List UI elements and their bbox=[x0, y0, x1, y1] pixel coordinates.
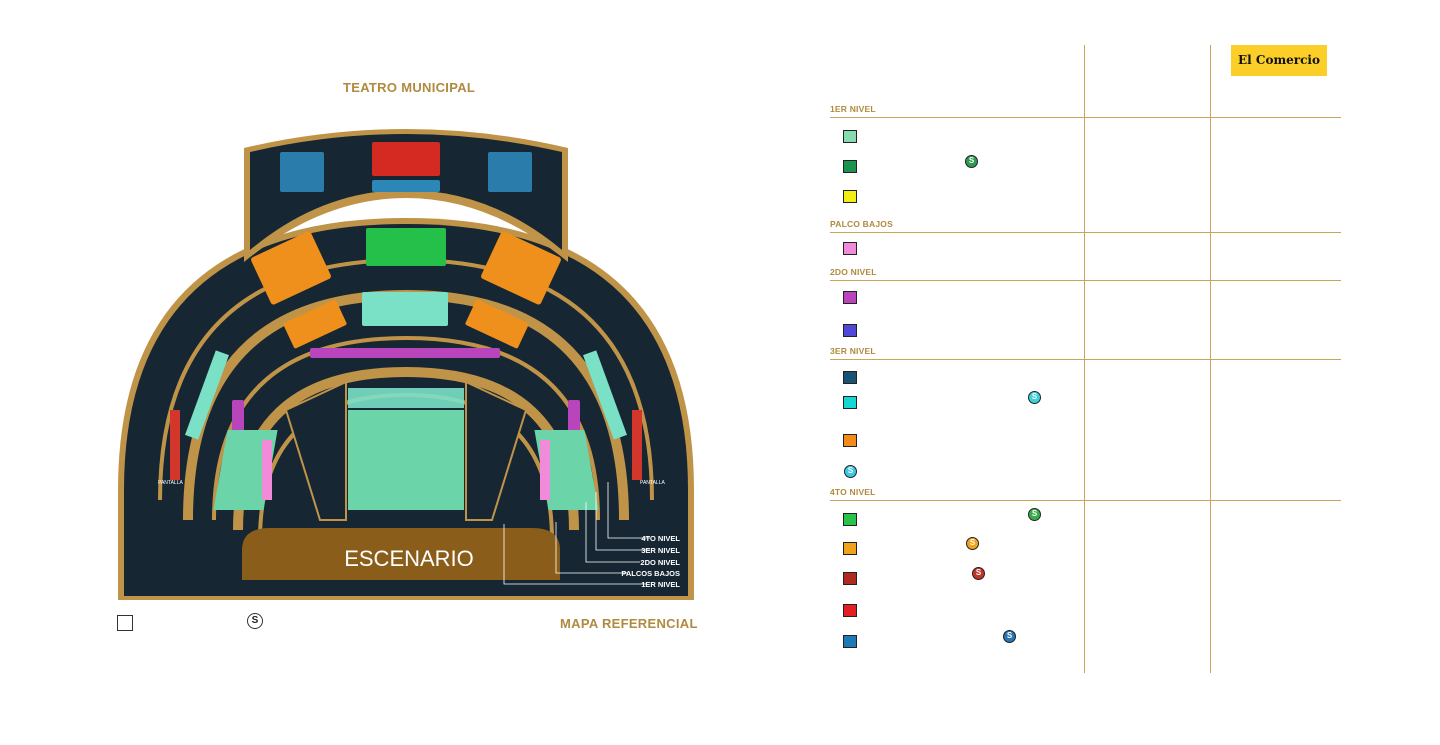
coin-icon: S bbox=[972, 567, 985, 580]
legend-section-rule bbox=[830, 280, 1341, 281]
legend-section-label: 2DO NIVEL bbox=[830, 267, 877, 277]
seat-color-swatch bbox=[843, 635, 857, 648]
callout-1er-nivel: 1ER NIVEL bbox=[641, 580, 680, 589]
seat-map: ESCENARIO PANTALLA PANTALLA 4TO NIVEL 3E… bbox=[118, 129, 694, 600]
seat-color-swatch bbox=[843, 160, 857, 173]
legend-coin-icon: S bbox=[247, 613, 263, 629]
screen-label-right: PANTALLA bbox=[640, 480, 665, 486]
callout-palcos-bajos: PALCOS BAJOS bbox=[621, 569, 680, 578]
seat-color-swatch bbox=[843, 513, 857, 526]
map-title: TEATRO MUNICIPAL bbox=[343, 80, 476, 95]
map-footer-label: MAPA REFERENCIAL bbox=[560, 616, 698, 631]
coin-icon: S bbox=[966, 537, 979, 550]
seat-color-swatch bbox=[843, 371, 857, 384]
seat-color-swatch bbox=[843, 324, 857, 337]
callout-4to-nivel: 4TO NIVEL bbox=[641, 534, 680, 543]
coin-icon: S bbox=[965, 155, 978, 168]
stage-label: ESCENARIO bbox=[344, 546, 474, 571]
seat-color-swatch bbox=[843, 434, 857, 447]
seat-color-swatch bbox=[843, 396, 857, 409]
legend-seat-box bbox=[117, 615, 133, 631]
legend-section-label: PALCO BAJOS bbox=[830, 219, 893, 229]
seat-color-swatch bbox=[843, 542, 857, 555]
coin-icon: S bbox=[1028, 391, 1041, 404]
legend-section-rule bbox=[830, 232, 1341, 233]
seat-color-swatch bbox=[843, 572, 857, 585]
screen-label-left: PANTALLA bbox=[158, 480, 183, 486]
legend-section-rule bbox=[830, 117, 1341, 118]
legend-section-label: 3ER NIVEL bbox=[830, 346, 876, 356]
legend-section-rule bbox=[830, 359, 1341, 360]
seat-color-swatch bbox=[843, 604, 857, 617]
legend-section-rule bbox=[830, 500, 1341, 501]
legend-section-label: 1ER NIVEL bbox=[830, 104, 876, 114]
seat-color-swatch bbox=[843, 130, 857, 143]
seat-color-swatch bbox=[843, 242, 857, 255]
callout-3er-nivel: 3ER NIVEL bbox=[641, 546, 680, 555]
coin-icon: S bbox=[844, 465, 857, 478]
callout-2do-nivel: 2DO NIVEL bbox=[640, 558, 680, 567]
seat-color-swatch bbox=[843, 190, 857, 203]
el-comercio-logo: El Comercio bbox=[1231, 45, 1327, 76]
legend-section-label: 4TO NIVEL bbox=[830, 487, 876, 497]
coin-icon: S bbox=[1028, 508, 1041, 521]
seat-color-swatch bbox=[843, 291, 857, 304]
coin-icon: S bbox=[1003, 630, 1016, 643]
